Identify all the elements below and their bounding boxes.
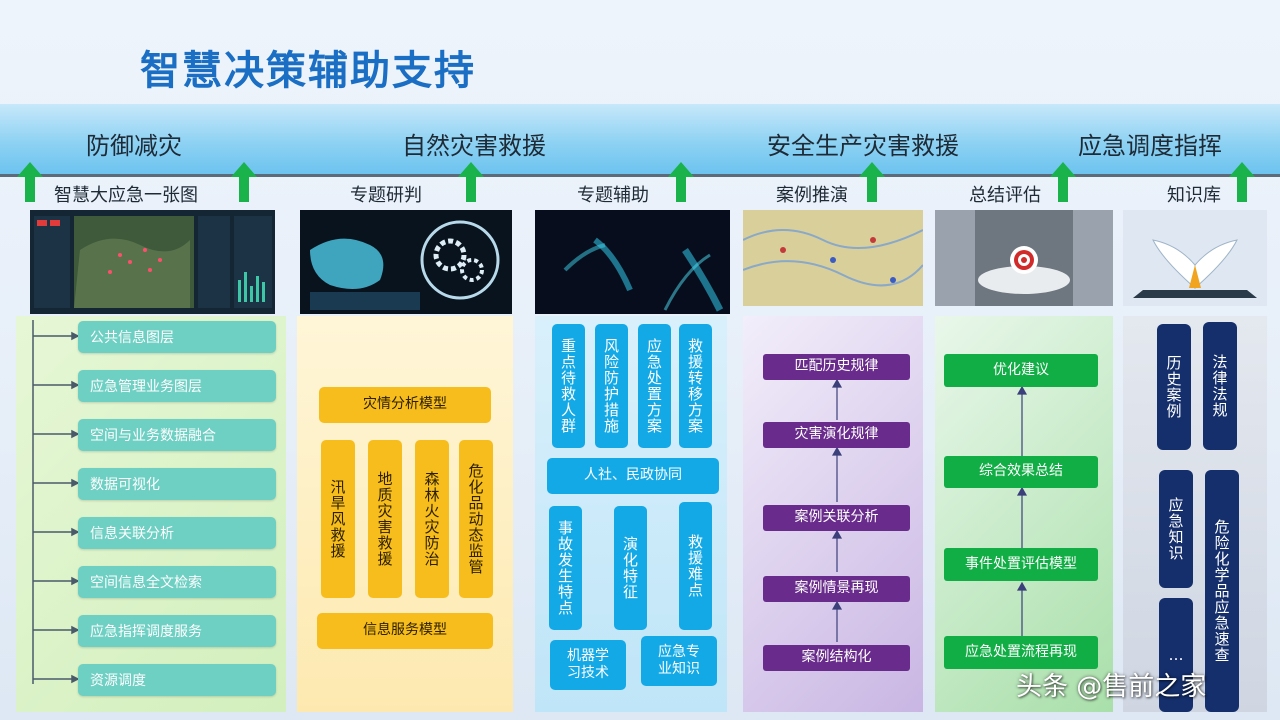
layer-item[interactable]: 信息关联分析	[78, 517, 276, 549]
category-label: 应急调度指挥	[1078, 132, 1222, 160]
up-arrow-icon	[668, 162, 694, 202]
network-particles-image	[535, 210, 730, 314]
layer-item[interactable]: 应急管理业务图层	[78, 370, 276, 402]
column-subtitle: 知识库	[1167, 185, 1221, 206]
category-label: 防御减灾	[86, 132, 182, 160]
social-coordination[interactable]: 人社、民政协同	[547, 458, 719, 494]
layer-item[interactable]: 资源调度	[78, 664, 276, 696]
assist-vertical-item[interactable]: 风险防护措施	[595, 324, 628, 448]
target-hand-image	[935, 210, 1113, 306]
assist-vertical-item[interactable]: 救援转移方案	[679, 324, 712, 448]
evaluation-step[interactable]: 综合效果总结	[944, 456, 1098, 488]
evaluation-step[interactable]: 优化建议	[944, 354, 1098, 387]
assist-vertical-item[interactable]: 应急处置方案	[638, 324, 671, 448]
column-subtitle: 专题研判	[350, 185, 422, 206]
column-subtitle: 案例推演	[776, 185, 848, 206]
layer-item[interactable]: 空间信息全文检索	[78, 566, 276, 598]
case-step[interactable]: 灾害演化规律	[763, 422, 910, 448]
up-arrow-icon	[17, 162, 43, 202]
case-step[interactable]: 案例关联分析	[763, 505, 910, 531]
model-vertical-item[interactable]: 危化品动态监管	[459, 440, 493, 598]
dashboard-map-image	[30, 210, 275, 314]
up-arrow-icon	[231, 162, 257, 202]
knowledge-item[interactable]: 历史案例	[1157, 324, 1191, 450]
layer-item[interactable]: 公共信息图层	[78, 321, 276, 353]
model-vertical-item[interactable]: 汛旱风救援	[321, 440, 355, 598]
assist-vertical-item[interactable]: 重点待救人群	[552, 324, 585, 448]
topic-analysis-panel: 灾情分析模型 汛旱风救援 地质灾害救援 森林火灾防治 危化品动态监管 信息服务模…	[297, 316, 513, 712]
tree-connector	[32, 320, 80, 684]
band-divider	[0, 174, 1280, 177]
knowledge-item[interactable]: 应急知识	[1159, 470, 1193, 588]
assist-vertical-item[interactable]: 救援难点	[679, 502, 712, 630]
column-subtitle: 总结评估	[969, 185, 1041, 206]
model-vertical-item[interactable]: 地质灾害救援	[368, 440, 402, 598]
assist-vertical-item[interactable]: 事故发生特点	[549, 506, 582, 630]
layer-item[interactable]: 应急指挥调度服务	[78, 615, 276, 647]
assist-vertical-item[interactable]: 演化特征	[614, 506, 647, 630]
up-arrow-icon	[458, 162, 484, 202]
disaster-analysis-model[interactable]: 灾情分析模型	[319, 387, 491, 423]
ai-brain-image	[300, 210, 512, 314]
knowledge-item-ellipsis[interactable]: …	[1159, 598, 1193, 712]
watermark: 头条 @售前之家	[1016, 672, 1207, 702]
column-subtitle: 智慧大应急一张图	[54, 185, 198, 206]
up-arrow-icon	[1229, 162, 1255, 202]
emergency-expertise[interactable]: 应急专业知识	[641, 636, 717, 686]
category-band	[0, 104, 1280, 174]
flow-arrows	[1016, 385, 1028, 636]
page-title: 智慧决策辅助支持	[140, 48, 476, 94]
summary-evaluation-panel: 优化建议 综合效果总结 事件处置评估模型 应急处置流程再现	[935, 316, 1113, 712]
case-step[interactable]: 匹配历史规律	[763, 354, 910, 380]
category-label: 安全生产灾害救援	[767, 132, 959, 160]
layer-item[interactable]: 数据可视化	[78, 468, 276, 500]
knowledge-item[interactable]: 危险化学品应急速查	[1205, 470, 1239, 712]
case-step[interactable]: 案例情景再现	[763, 576, 910, 602]
evaluation-step[interactable]: 事件处置评估模型	[944, 548, 1098, 581]
category-label: 自然灾害救援	[402, 132, 546, 160]
model-vertical-item[interactable]: 森林火灾防治	[415, 440, 449, 598]
column-subtitle: 专题辅助	[577, 185, 649, 206]
case-simulation-panel: 匹配历史规律 灾害演化规律 案例关联分析 案例情景再现 案例结构化	[743, 316, 923, 712]
knowledge-item[interactable]: 法律法规	[1203, 322, 1237, 450]
case-step[interactable]: 案例结构化	[763, 645, 910, 671]
evaluation-step[interactable]: 应急处置流程再现	[944, 636, 1098, 669]
knowledge-base-panel: 历史案例 法律法规 应急知识 危险化学品应急速查 …	[1123, 316, 1267, 712]
layer-item[interactable]: 空间与业务数据融合	[78, 419, 276, 451]
flow-arrows	[831, 378, 843, 642]
digital-book-image	[1123, 210, 1267, 306]
machine-learning-tech[interactable]: 机器学习技术	[550, 640, 626, 690]
topic-assist-panel: 重点待救人群 风险防护措施 应急处置方案 救援转移方案 人社、民政协同 事故发生…	[535, 316, 727, 712]
up-arrow-icon	[859, 162, 885, 202]
up-arrow-icon	[1050, 162, 1076, 202]
map-layers-panel: 公共信息图层 应急管理业务图层 空间与业务数据融合 数据可视化 信息关联分析 空…	[16, 316, 286, 712]
situation-map-image	[743, 210, 923, 306]
info-service-model[interactable]: 信息服务模型	[317, 613, 493, 649]
